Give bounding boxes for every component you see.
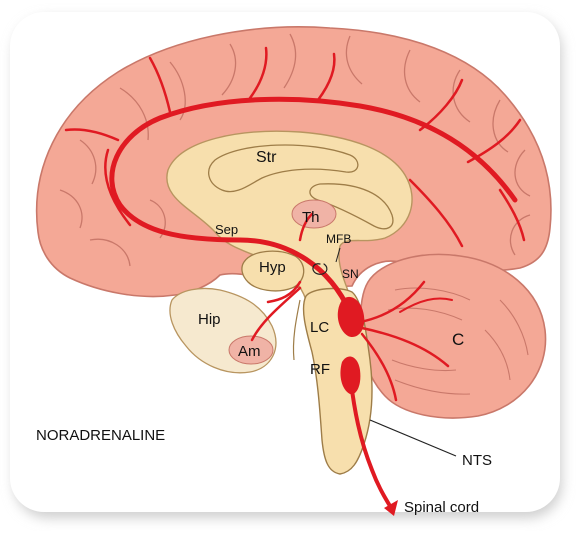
diagram-title: NORADRENALINE [36, 427, 165, 444]
label-str: Str [256, 149, 277, 166]
label-c: C [452, 330, 464, 349]
label-lc: LC [310, 319, 329, 336]
label-sn: SN [342, 267, 359, 281]
label-nts: NTS [462, 452, 492, 469]
label-spinal-cord: Spinal cord [404, 499, 479, 516]
label-rf: RF [310, 361, 330, 378]
label-sep: Sep [215, 222, 238, 237]
label-hip: Hip [198, 311, 221, 328]
label-mfb: MFB [326, 232, 351, 246]
label-hyp: Hyp [259, 259, 286, 276]
label-th: Th [302, 209, 320, 226]
label-am: Am [238, 343, 261, 360]
